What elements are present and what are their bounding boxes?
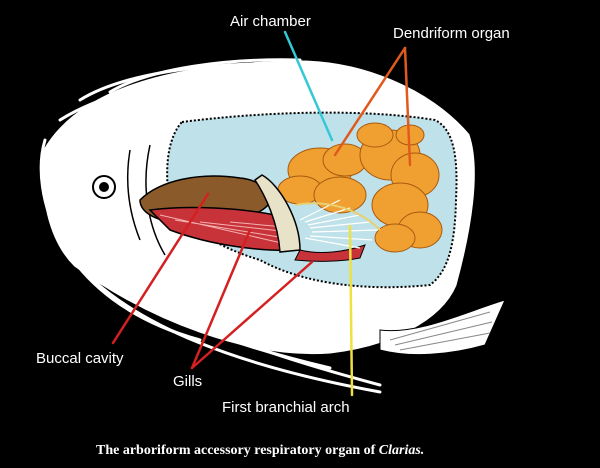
- caption-text: The arboriform accessory respiratory org…: [96, 443, 379, 458]
- label-first-branchial-arch: First branchial arch: [222, 399, 350, 416]
- barbels: [39, 138, 382, 394]
- label-dendriform-organ: Dendriform organ: [393, 25, 510, 42]
- pointer-dendriform-2: [403, 46, 412, 167]
- pointer-gills-1: [190, 228, 252, 370]
- label-air-chamber: Air chamber: [230, 13, 311, 30]
- figure-caption: The arboriform accessory respiratory org…: [96, 443, 424, 458]
- pointer-dendriform-1: [333, 46, 407, 157]
- pointer-lines: [111, 30, 412, 397]
- pointer-air-chamber: [283, 30, 334, 142]
- branchial-arch-region: [294, 199, 381, 249]
- label-gills: Gills: [173, 373, 202, 390]
- pointer-branchial-arch: [348, 224, 354, 397]
- fish-eye: [92, 175, 116, 199]
- caption-genus: Clarias.: [379, 443, 425, 458]
- tail-fin: [379, 299, 506, 356]
- pointer-gills-2: [190, 260, 314, 370]
- label-buccal-cavity: Buccal cavity: [36, 350, 124, 367]
- pointer-buccal: [111, 192, 210, 345]
- gills-region: [148, 174, 366, 262]
